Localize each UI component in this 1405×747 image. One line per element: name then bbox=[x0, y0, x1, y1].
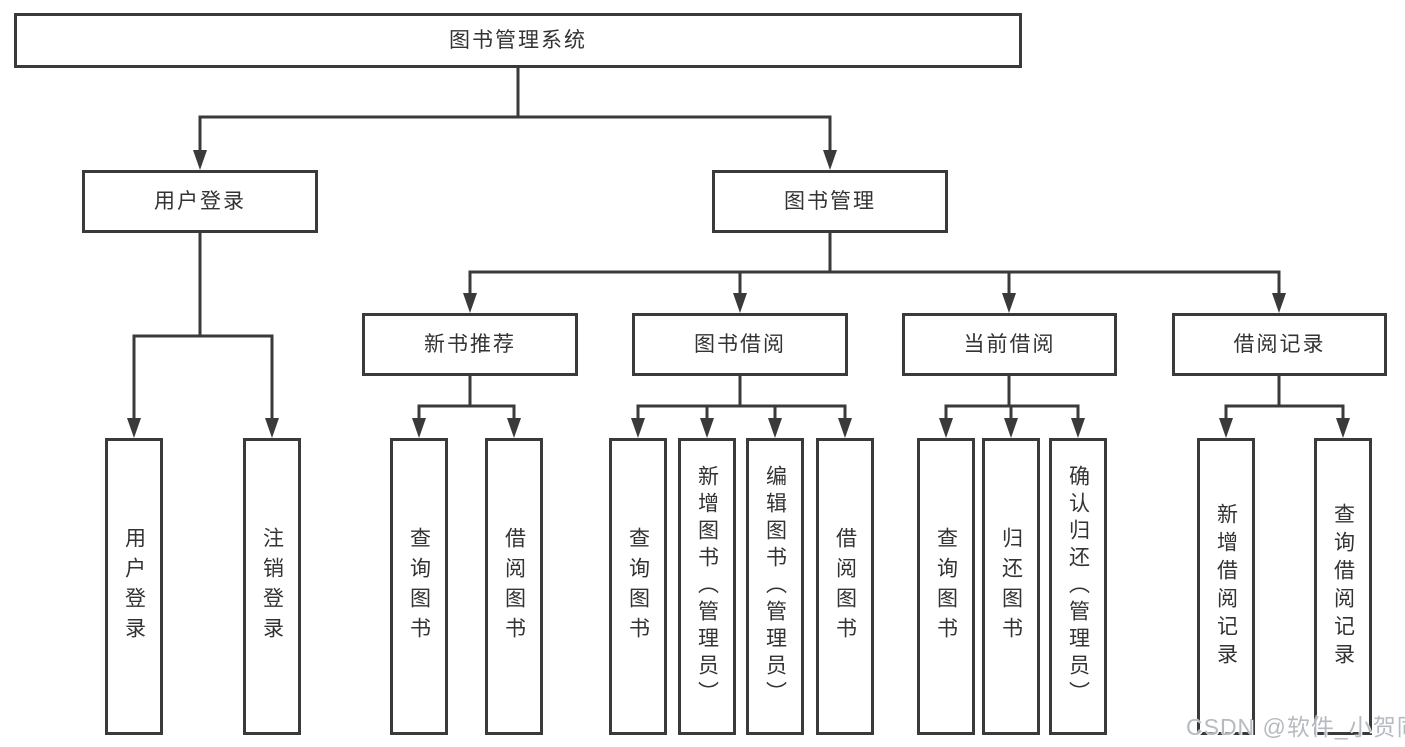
arrowhead-down-icon bbox=[265, 418, 279, 438]
leaf-borrow-borrow-book: 借阅图书 bbox=[816, 438, 874, 735]
leaf-current-return-book: 归还图书 bbox=[982, 438, 1040, 735]
connector-path bbox=[1224, 374, 1345, 424]
arrowhead-down-icon bbox=[127, 418, 141, 438]
arrowhead-down-icon bbox=[1336, 418, 1350, 438]
arrowhead-down-icon bbox=[1002, 293, 1016, 313]
arrowhead-down-icon bbox=[939, 418, 953, 438]
node-new-book-recommend: 新书推荐 bbox=[362, 313, 578, 376]
watermark: CSDN @软件_小贺同学 bbox=[1186, 714, 1405, 740]
connector-path bbox=[417, 374, 516, 424]
leaf-current-confirm-return-admin: 确认归还（管理员） bbox=[1049, 438, 1107, 735]
connector-path bbox=[468, 231, 1281, 299]
arrowhead-down-icon bbox=[507, 418, 521, 438]
node-current-borrow: 当前借阅 bbox=[902, 313, 1117, 376]
arrowhead-down-icon bbox=[412, 418, 426, 438]
connector-path bbox=[198, 66, 832, 156]
arrowhead-down-icon bbox=[1219, 418, 1233, 438]
leaf-logout-login: 注销登录 bbox=[243, 438, 301, 735]
leaf-borrow-add-book-admin: 新增图书（管理员） bbox=[678, 438, 736, 735]
connector-path bbox=[636, 374, 847, 424]
connector-path bbox=[944, 374, 1080, 424]
node-root-library-system: 图书管理系统 bbox=[14, 13, 1022, 68]
arrowhead-down-icon bbox=[1272, 293, 1286, 313]
node-borrow-records: 借阅记录 bbox=[1172, 313, 1387, 376]
arrowhead-down-icon bbox=[1004, 418, 1018, 438]
node-user-login: 用户登录 bbox=[82, 170, 318, 233]
arrowhead-down-icon bbox=[463, 293, 477, 313]
leaf-recommend-query-book: 查询图书 bbox=[390, 438, 448, 735]
arrowhead-down-icon bbox=[768, 418, 782, 438]
leaf-borrow-edit-book-admin: 编辑图书（管理员） bbox=[746, 438, 804, 735]
arrowhead-down-icon bbox=[733, 293, 747, 313]
arrowhead-down-icon bbox=[193, 150, 207, 170]
leaf-borrow-query-book: 查询图书 bbox=[609, 438, 667, 735]
leaf-current-query-book: 查询图书 bbox=[917, 438, 975, 735]
node-book-borrow: 图书借阅 bbox=[632, 313, 848, 376]
arrowhead-down-icon bbox=[1071, 418, 1085, 438]
node-book-management: 图书管理 bbox=[712, 170, 948, 233]
arrowhead-down-icon bbox=[823, 150, 837, 170]
leaf-recommend-borrow-book: 借阅图书 bbox=[485, 438, 543, 735]
leaf-records-add-borrow-record: 新增借阅记录 bbox=[1197, 438, 1255, 735]
connector-path bbox=[132, 231, 274, 424]
leaf-user-login: 用户登录 bbox=[105, 438, 163, 735]
arrowhead-down-icon bbox=[700, 418, 714, 438]
arrowhead-down-icon bbox=[631, 418, 645, 438]
leaf-records-query-borrow-record: 查询借阅记录 bbox=[1314, 438, 1372, 735]
arrowhead-down-icon bbox=[838, 418, 852, 438]
